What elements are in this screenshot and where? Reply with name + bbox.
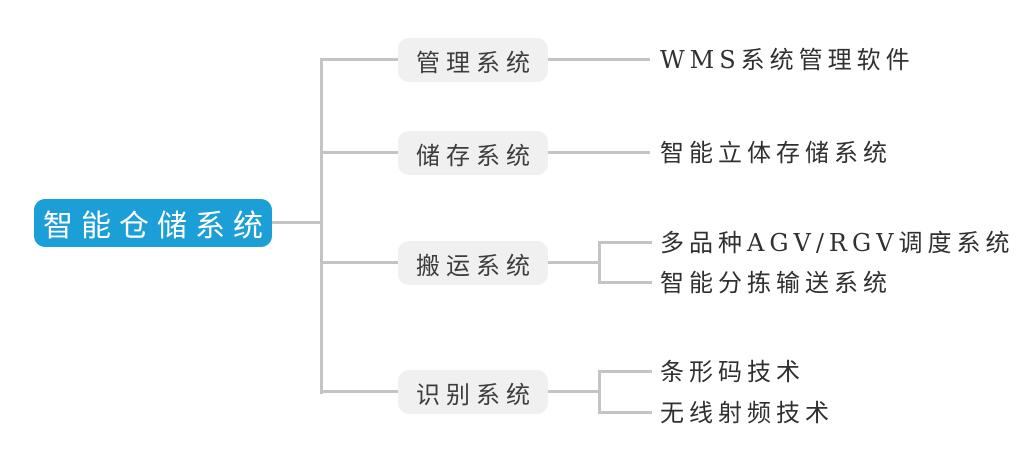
leaf-rfid-tech[interactable]: 无线射频技术	[660, 399, 834, 427]
branch-node-management[interactable]: 管理系统	[398, 38, 548, 82]
connector-branch-1-leaf	[548, 58, 650, 61]
connector-spine-to-branch-3	[320, 261, 400, 264]
connector-root-to-spine	[272, 221, 322, 224]
branch-node-handling[interactable]: 搬运系统	[398, 241, 548, 285]
connector-spine-to-branch-1	[320, 58, 400, 61]
branch-node-storage[interactable]: 储存系统	[398, 131, 548, 175]
leaf-stereo-storage[interactable]: 智能立体存储系统	[660, 139, 892, 167]
connector-branch-4-leaf-1	[598, 370, 652, 373]
connector-spine-to-branch-2	[320, 151, 400, 154]
connector-branch-4-vertical	[598, 370, 601, 414]
connector-branch-2-leaf	[548, 151, 650, 154]
connector-spine-to-branch-4	[320, 390, 400, 393]
connector-branch-3-vertical	[598, 241, 601, 284]
root-node-smart-warehouse[interactable]: 智能仓储系统	[34, 199, 272, 247]
connector-branch-4-stem	[548, 390, 600, 393]
connector-spine-vertical	[320, 58, 323, 394]
leaf-sorting-conveying[interactable]: 智能分拣输送系统	[660, 269, 892, 297]
leaf-wms-software[interactable]: WMS系统管理软件	[660, 46, 915, 74]
connector-branch-3-stem	[548, 261, 600, 264]
leaf-agv-rgv-dispatch[interactable]: 多品种AGV/RGV调度系统	[660, 229, 1015, 257]
connector-branch-3-leaf-2	[598, 281, 652, 284]
leaf-barcode-tech[interactable]: 条形码技术	[660, 358, 805, 386]
branch-node-identification[interactable]: 识别系统	[398, 370, 548, 414]
connector-branch-4-leaf-2	[598, 411, 652, 414]
connector-branch-3-leaf-1	[598, 241, 652, 244]
